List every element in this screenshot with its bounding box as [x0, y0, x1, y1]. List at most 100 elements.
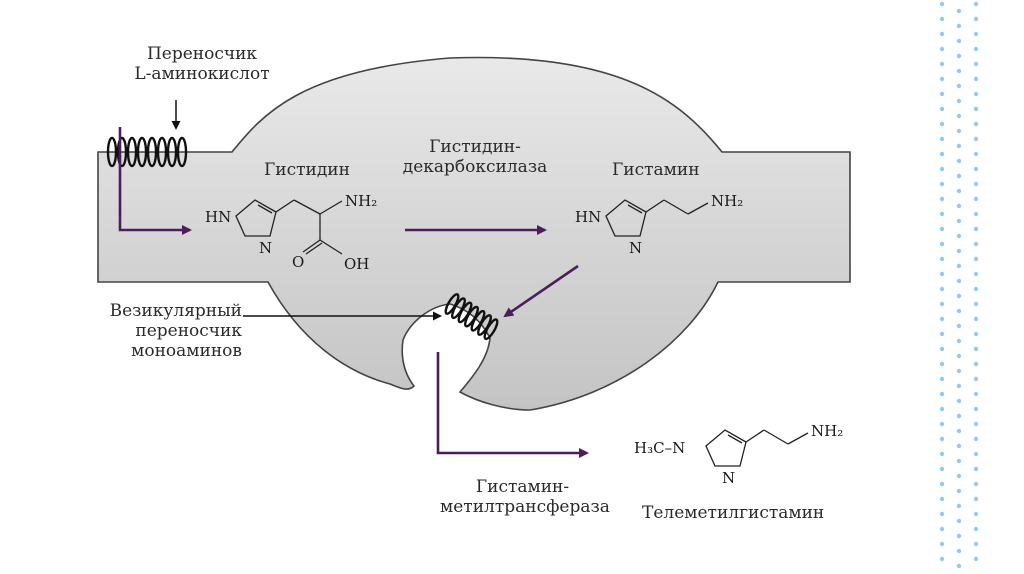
decor-dot	[973, 76, 979, 82]
decor-dot	[956, 203, 962, 209]
histidine-structure	[235, 199, 343, 255]
decor-dot	[956, 368, 962, 374]
decor-dot	[939, 556, 945, 562]
decor-dot	[956, 518, 962, 524]
coil-loop	[166, 136, 178, 168]
histidine-nh2: NH₂	[345, 192, 378, 210]
decor-dot	[939, 226, 945, 232]
decorative-dots	[939, 1, 979, 569]
vesicular-label-line1: Везикулярный	[109, 301, 242, 321]
decarboxylase-label-line1: Гистидин-	[429, 137, 521, 157]
decor-dot	[939, 256, 945, 262]
decor-dot	[939, 1, 945, 7]
decor-dot	[973, 136, 979, 142]
neuron-varicosity	[97, 56, 851, 411]
decor-dot	[956, 83, 962, 89]
decor-dot	[973, 211, 979, 217]
transporter-label-line2: L-аминокислот	[134, 64, 270, 84]
decor-dot	[939, 271, 945, 277]
decor-dot	[939, 211, 945, 217]
decor-dot	[973, 1, 979, 7]
decor-dot	[939, 46, 945, 52]
coil-loop	[146, 136, 158, 168]
decor-dot	[956, 473, 962, 479]
decor-dot	[939, 496, 945, 502]
decor-dot	[939, 331, 945, 337]
decor-dot	[956, 338, 962, 344]
decor-dot	[956, 233, 962, 239]
decor-dot	[973, 151, 979, 157]
decor-dot	[973, 391, 979, 397]
decor-dot	[956, 8, 962, 14]
decor-dot	[939, 166, 945, 172]
decor-dot	[956, 548, 962, 554]
decor-dot	[939, 31, 945, 37]
decor-dot	[973, 46, 979, 52]
decor-dot	[973, 106, 979, 112]
decor-dot	[956, 68, 962, 74]
decor-dot	[973, 271, 979, 277]
decor-dot	[956, 503, 962, 509]
decor-dot	[973, 511, 979, 517]
decor-dot	[956, 323, 962, 329]
decor-dot	[956, 53, 962, 59]
decor-dot	[956, 398, 962, 404]
histidine-o: O	[292, 253, 305, 271]
decor-dot	[973, 346, 979, 352]
decor-dot	[973, 121, 979, 127]
decor-dot	[973, 361, 979, 367]
telemethylhistamine-structure	[705, 429, 809, 467]
decor-dot	[973, 481, 979, 487]
decor-dot	[956, 143, 962, 149]
transporter-label-line1: Переносчик	[146, 44, 258, 64]
decor-dot	[956, 353, 962, 359]
decor-dot	[956, 563, 962, 569]
decor-dot	[956, 188, 962, 194]
decor-dot	[973, 421, 979, 427]
decor-dot	[939, 481, 945, 487]
decor-dot	[956, 293, 962, 299]
decor-dot	[956, 218, 962, 224]
vesicular-label-line2: переносчик	[135, 321, 242, 341]
decor-dot	[973, 496, 979, 502]
decor-dot	[939, 511, 945, 517]
decor-dot	[973, 316, 979, 322]
decor-dot	[939, 451, 945, 457]
decor-dot	[973, 166, 979, 172]
decor-dot	[973, 541, 979, 547]
decor-dot	[939, 361, 945, 367]
decor-dot	[973, 556, 979, 562]
decor-dot	[973, 451, 979, 457]
decor-dot	[939, 346, 945, 352]
coil-loop	[106, 136, 118, 168]
decor-dot	[973, 31, 979, 37]
methyltransferase-label: Гистамин- метилтрансфераза	[440, 477, 610, 517]
decor-dot	[956, 23, 962, 29]
decor-dot	[956, 158, 962, 164]
histidine-n: N	[259, 239, 273, 257]
decor-dot	[956, 413, 962, 419]
decor-dot	[939, 106, 945, 112]
amino-acid-transporter-coil	[106, 136, 188, 168]
decor-dot	[939, 61, 945, 67]
vesicular-label-line3: моноаминов	[131, 341, 242, 361]
decor-dot	[956, 428, 962, 434]
decor-dot	[973, 526, 979, 532]
decor-dot	[939, 421, 945, 427]
decor-dot	[939, 541, 945, 547]
vesicular-transporter-coil	[444, 293, 499, 341]
coil-loop	[116, 136, 128, 168]
histamine-nh2: NH₂	[711, 192, 744, 210]
transporter-label: Переносчик L-аминокислот	[122, 44, 282, 84]
decor-dot	[956, 533, 962, 539]
decor-dot	[973, 406, 979, 412]
histamine-n: N	[629, 239, 643, 257]
decor-dot	[956, 308, 962, 314]
histidine-hn: HN	[205, 208, 232, 226]
coil-loop	[136, 136, 148, 168]
decor-dot	[956, 113, 962, 119]
decor-dot	[956, 458, 962, 464]
vesicular-transporter-label: Везикулярный переносчик моноаминов	[82, 301, 242, 361]
coil-loop	[176, 136, 188, 168]
